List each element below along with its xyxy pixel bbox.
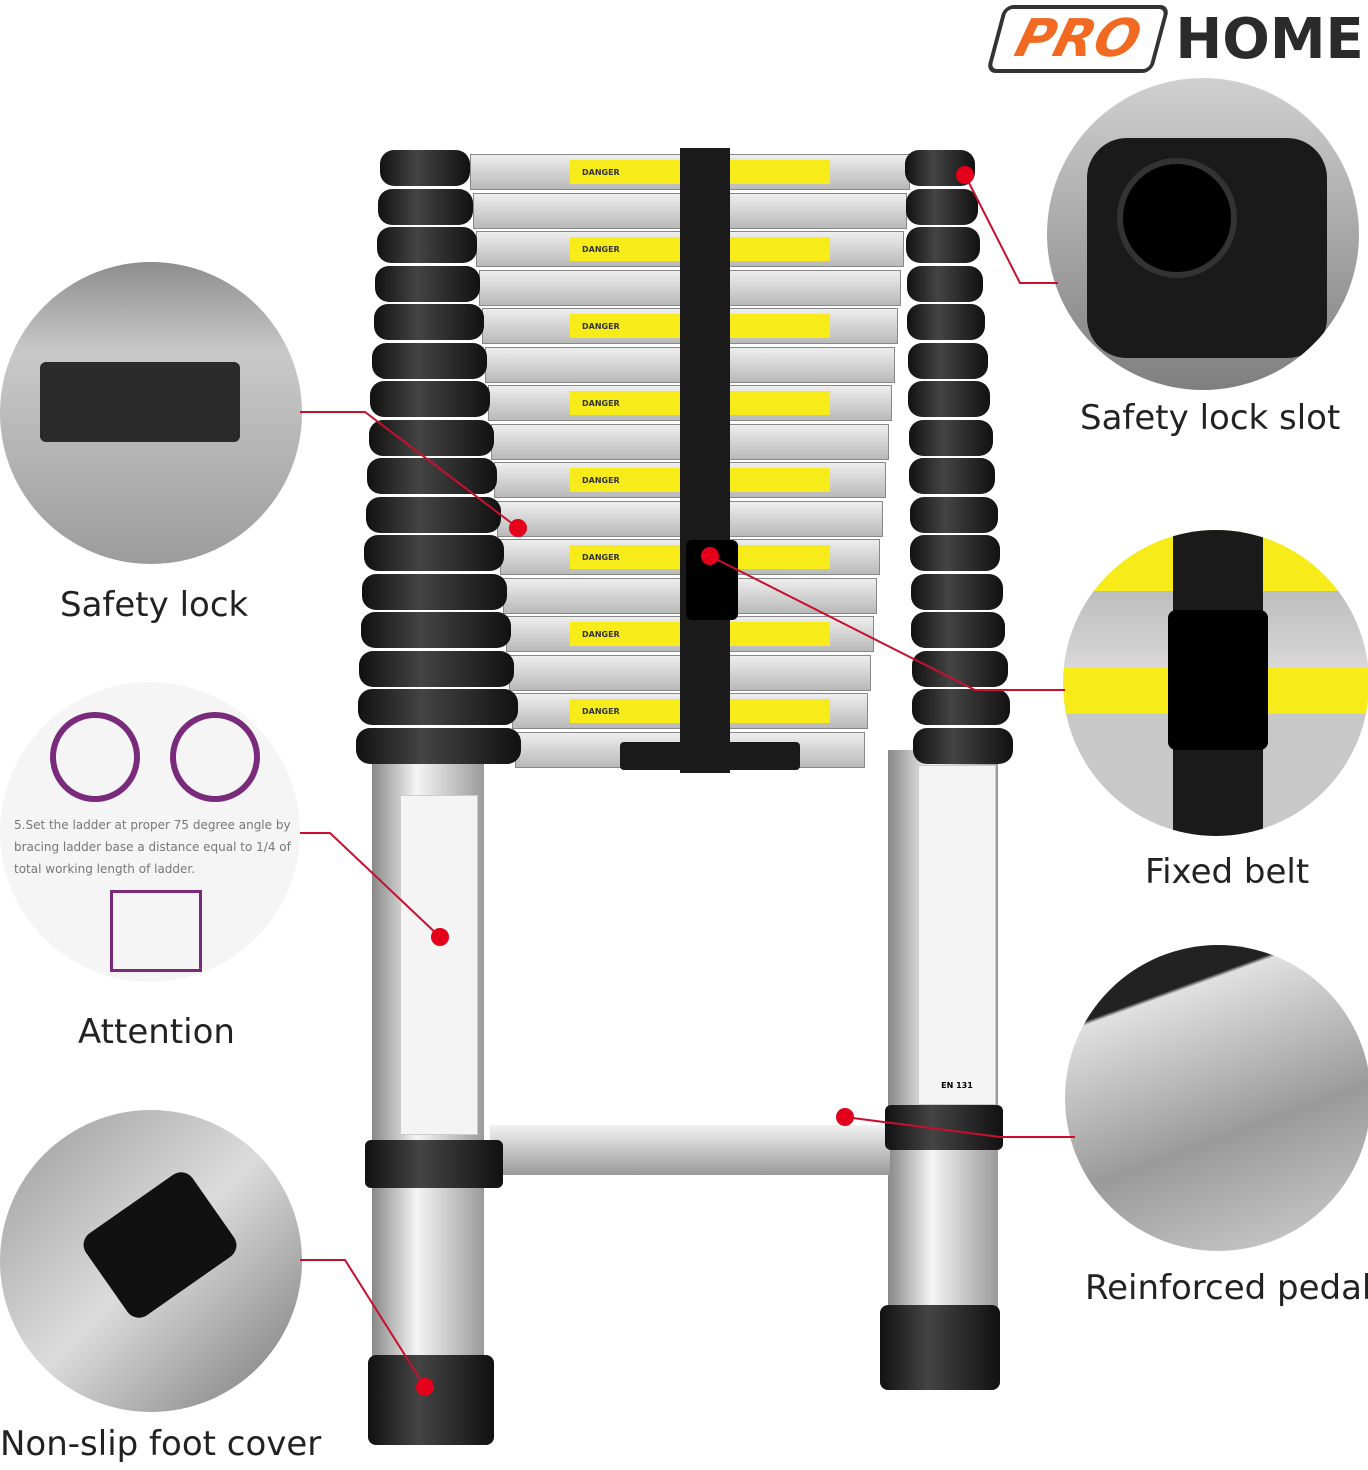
left-rail-segment — [378, 188, 474, 225]
left-rail-segment — [380, 150, 470, 186]
left-instruction-label — [400, 795, 478, 1135]
label-fixed-belt: Fixed belt — [1145, 852, 1310, 892]
safety-lock-marker — [509, 519, 527, 537]
left-rail-segment — [362, 573, 508, 610]
left-rail-segment — [357, 689, 518, 725]
attention-closeup: 5.Set the ladder at proper 75 degree ang… — [0, 682, 300, 982]
right-bottom-clamp — [885, 1105, 1003, 1150]
left-rail-segment — [372, 342, 487, 379]
left-rail-segment — [370, 381, 491, 417]
fixed-belt-marker — [701, 547, 719, 565]
right-rail-segment — [906, 227, 980, 263]
label-safety-lock: Safety lock — [60, 585, 249, 625]
label-safety-lock-slot: Safety lock slot — [1080, 398, 1341, 438]
foot-cover-closeup — [0, 1110, 302, 1412]
reinforced-pedal-closeup — [1065, 945, 1368, 1251]
prohibited-icon — [50, 712, 140, 802]
label-reinforced-pedal: Reinforced pedal — [1085, 1268, 1368, 1308]
prohibited-icon — [170, 712, 260, 802]
right-rail-segment — [912, 689, 1010, 725]
safety-lock-closeup — [0, 262, 302, 564]
logo-home: HOME — [1175, 6, 1364, 72]
right-rail-segment — [906, 265, 983, 302]
right-rail-segment — [910, 535, 1000, 571]
left-rail-segment — [364, 535, 504, 571]
right-rail-segment — [908, 381, 990, 417]
left-rail-segment — [376, 227, 477, 263]
right-rail-segment — [905, 188, 978, 225]
brand-logo: PRO HOME — [985, 4, 1364, 74]
safety-lock-slot-closeup — [1047, 78, 1359, 390]
belt-base — [620, 742, 800, 770]
safety-lock-slot-marker — [956, 166, 974, 184]
attention-text: 5.Set the ladder at proper 75 degree ang… — [14, 818, 291, 876]
left-rail-segment — [356, 727, 521, 764]
right-foot-cover — [880, 1305, 1000, 1390]
left-foot-cover — [368, 1355, 494, 1445]
reinforced-pedal-marker — [836, 1108, 854, 1126]
left-rail-segment — [368, 419, 494, 456]
label-non-slip-foot-cover: Non-slip foot cover — [0, 1424, 322, 1464]
left-rail-segment — [360, 612, 511, 648]
left-bottom-clamp — [365, 1140, 503, 1188]
en131-label: EN 131 — [918, 765, 996, 1105]
left-rail-segment — [373, 304, 484, 340]
attention-marker — [431, 928, 449, 946]
fixed-belt-strap — [680, 148, 730, 773]
right-rail-segment — [911, 650, 1008, 687]
label-attention: Attention — [78, 1012, 235, 1052]
foot-cover-marker — [416, 1378, 434, 1396]
right-rail-segment — [910, 573, 1003, 610]
left-rail-segment — [359, 650, 515, 687]
angle-icon — [110, 890, 202, 972]
right-rail-segment — [907, 342, 988, 379]
right-rail-segment — [911, 612, 1005, 648]
right-rail-segment — [909, 496, 998, 533]
fixed-belt-closeup — [1063, 530, 1368, 836]
bottom-pedal — [490, 1125, 890, 1175]
right-rail-segment — [909, 458, 995, 494]
right-rail-segment — [908, 419, 993, 456]
left-rail-segment — [365, 496, 501, 533]
right-rail-segment — [907, 304, 985, 340]
right-rail-segment — [912, 727, 1013, 764]
left-rail-segment — [375, 265, 481, 302]
